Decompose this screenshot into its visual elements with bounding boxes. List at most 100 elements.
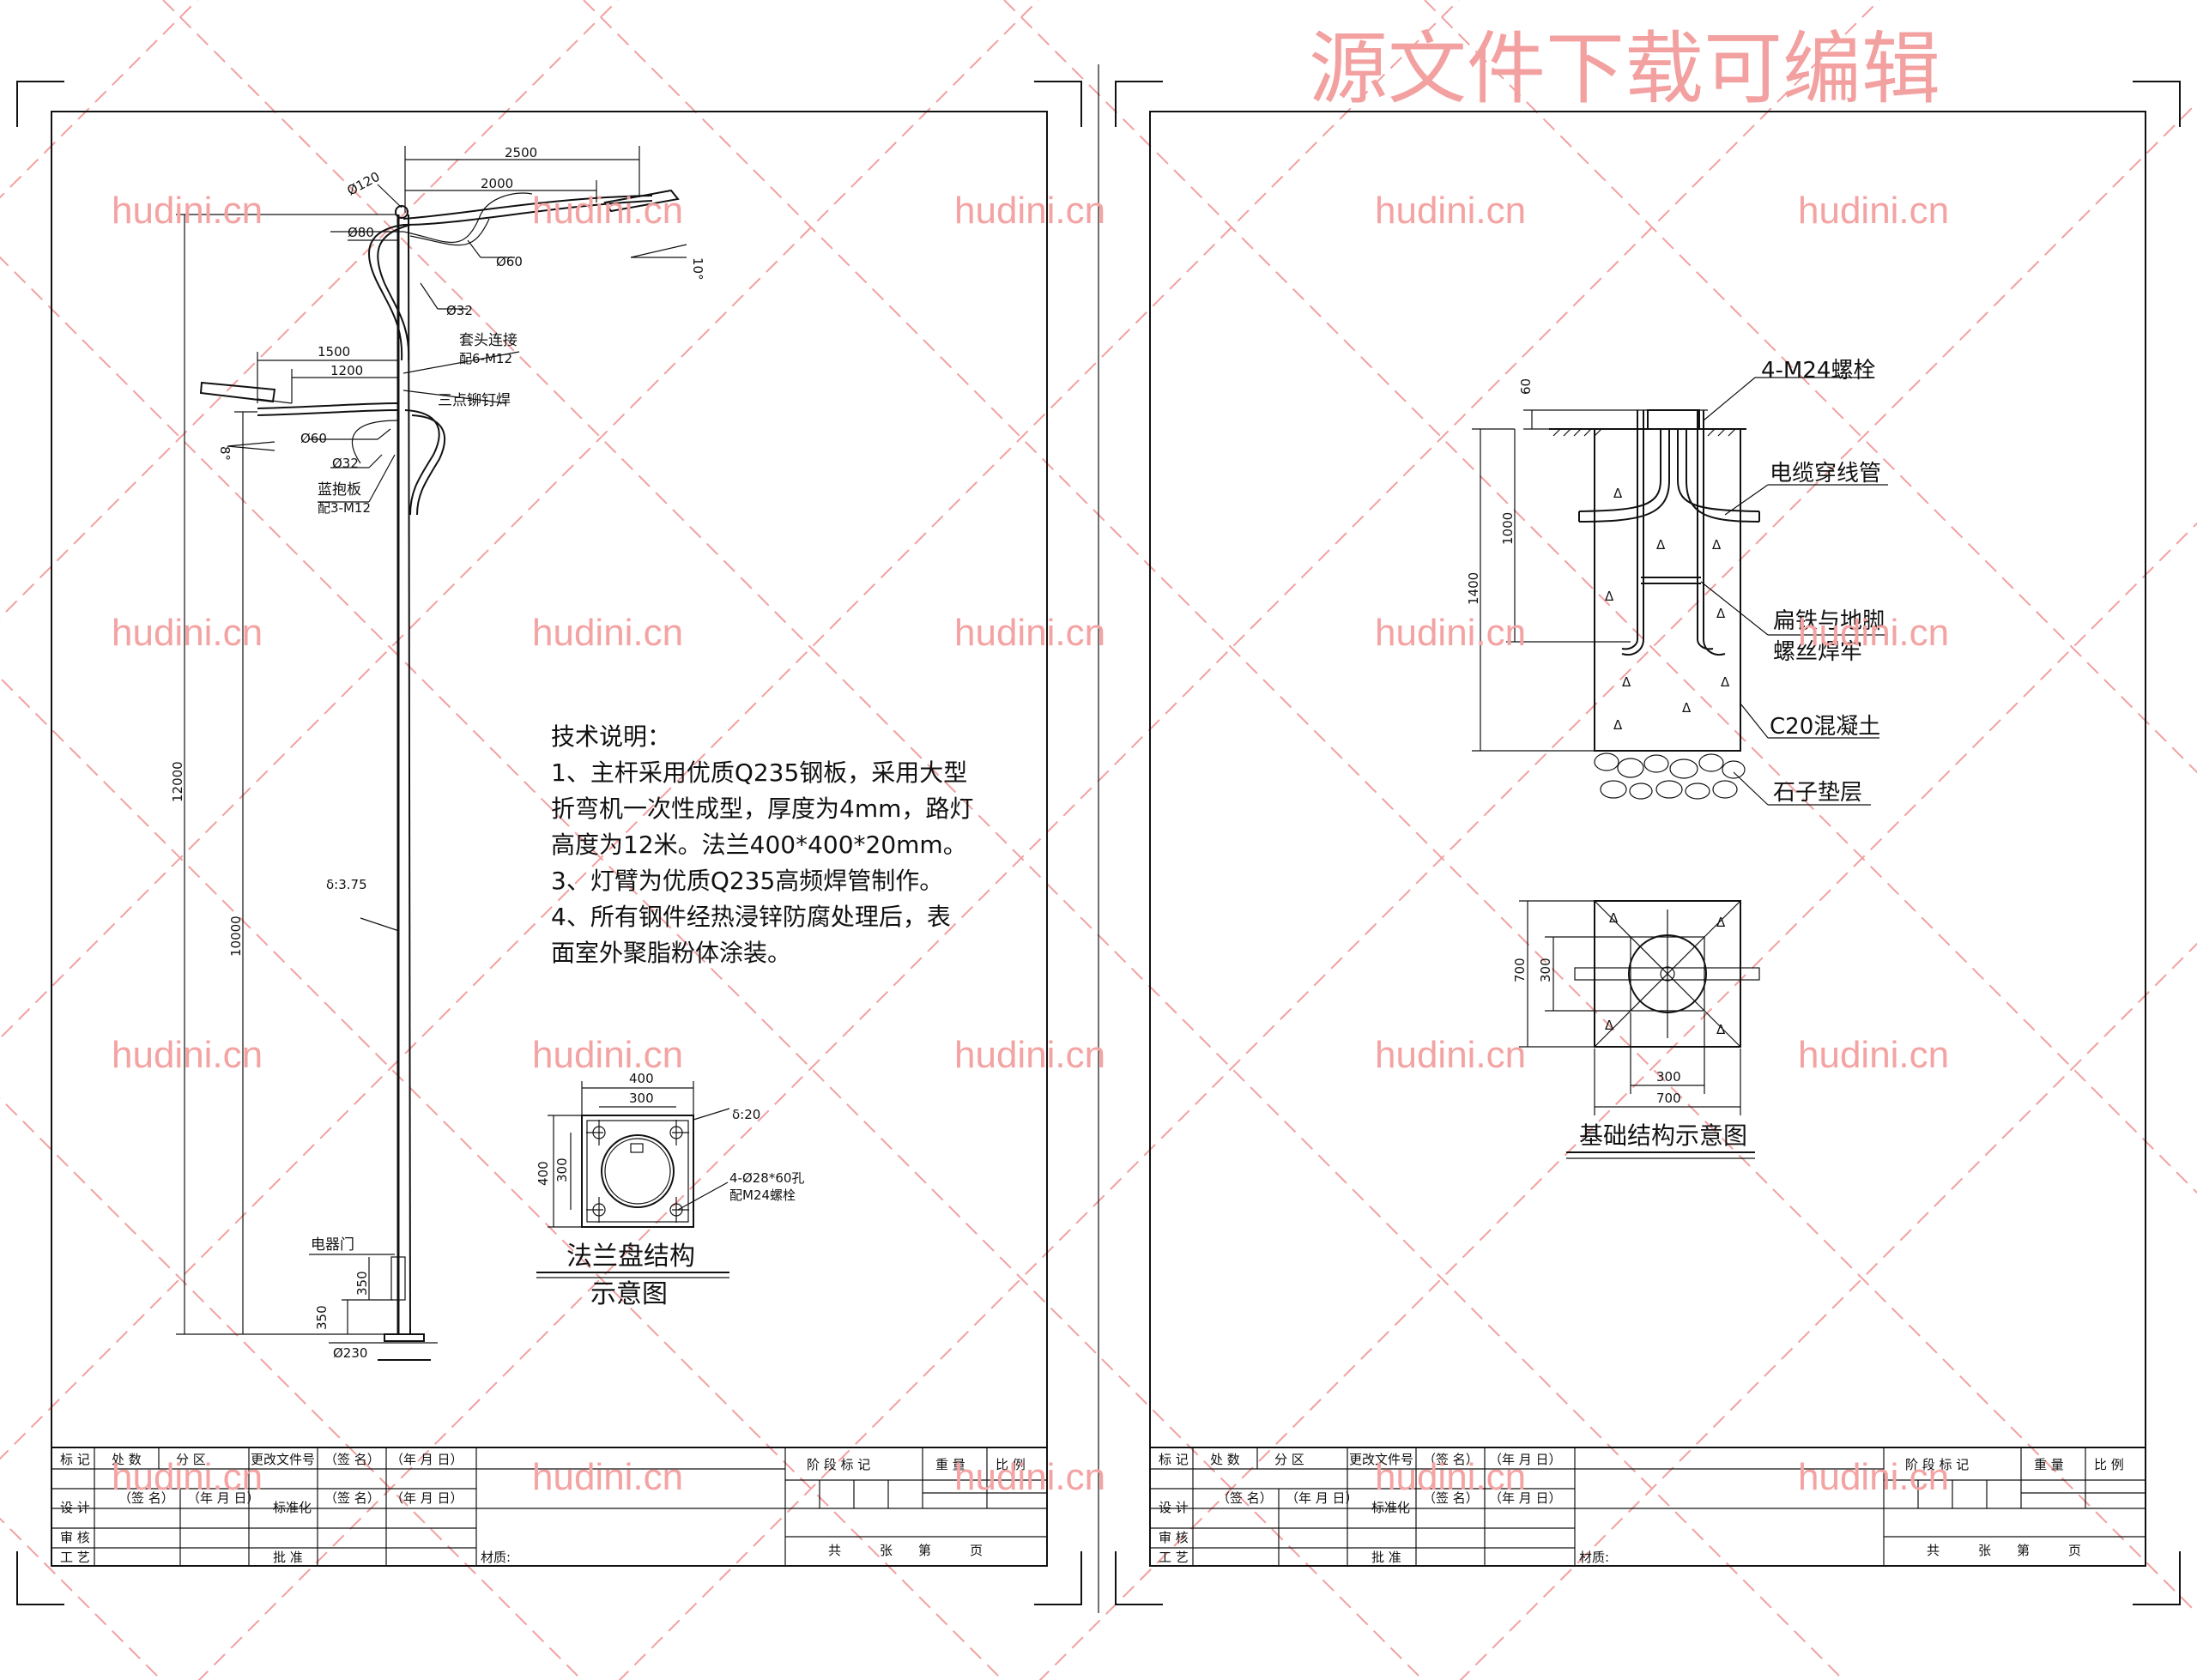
tb-r-page: 页 (2068, 1543, 2081, 1558)
label-cable-conduit: 电缆穿线管 (1770, 461, 1881, 486)
dim-d32-top: Ø32 (446, 303, 473, 318)
plan-dim-w300: 300 (1656, 1069, 1681, 1085)
flange-dim-h300: 300 (554, 1157, 570, 1182)
dim-2500: 2500 (505, 145, 537, 160)
tb-count: 处 数 (112, 1452, 142, 1467)
foundation-dim-1000: 1000 (1500, 512, 1516, 545)
watermark-site: hudini.cn (112, 1034, 263, 1076)
tb-r-scale: 比 例 (2094, 1457, 2124, 1472)
flange-caption-1: 法兰盘结构 (566, 1242, 695, 1272)
tb-zone: 分 区 (176, 1452, 206, 1467)
notes-line-2: 折弯机一次性成型，厚度为4mm，路灯 (551, 795, 973, 823)
tb-r-no: 第 (2017, 1543, 2030, 1558)
watermark-site: hudini.cn (532, 612, 683, 654)
title-block-right: 标 记 处 数 分 区 更改文件号 （签 名） （年 月 日） （签 名） （年… (1149, 1447, 2146, 1567)
concrete-mark: Δ (1682, 700, 1692, 716)
label-anchor-bolts: 4-M24螺栓 (1761, 358, 1875, 384)
watermark-site: hudini.cn (1798, 1456, 1949, 1498)
tb-r-review: 审 核 (1159, 1530, 1189, 1545)
tb-mark: 标 记 (60, 1452, 90, 1467)
dim-d32-low: Ø32 (332, 456, 359, 471)
technical-notes: 技术说明： 1、主杆采用优质Q235钢板，采用大型 折弯机一次性成型，厚度为4m… (551, 722, 973, 967)
tb-r-weight: 重 量 (2034, 1457, 2064, 1472)
tb-change-doc: 更改文件号 (251, 1452, 315, 1467)
foundation-plan: Δ Δ Δ Δ 700 300 300 700 基础结构示意图 (1512, 900, 1760, 1159)
right-sheet-border (1115, 81, 2181, 1605)
tb-r-zone: 分 区 (1274, 1452, 1304, 1467)
dim-1500: 1500 (318, 344, 350, 360)
notes-line-3: 高度为12米。法兰400*400*20mm。 (551, 831, 967, 859)
dim-d80: Ø80 (348, 225, 374, 240)
flange-dim-h400: 400 (536, 1161, 551, 1186)
tb-r-change-doc: 更改文件号 (1349, 1452, 1413, 1467)
dim-12000: 12000 (170, 761, 185, 802)
watermark-text: 源文件下载可编辑 hudini.cn hudini.cn hudini.cn h… (112, 23, 1949, 1498)
watermark-site: hudini.cn (954, 190, 1105, 232)
dim-d60-top: Ø60 (496, 254, 523, 269)
label-clamp-bolt: 配3-M12 (318, 500, 371, 516)
concrete-mark: Δ (1613, 717, 1623, 733)
dim-d120: Ø120 (344, 169, 382, 199)
notes-line-5: 4、所有钢件经热浸锌防腐处理后，表 (551, 903, 951, 931)
concrete-mark: Δ (1613, 486, 1623, 501)
tb-material: 材质: (481, 1550, 511, 1565)
tb-r-mark: 标 记 (1159, 1452, 1189, 1467)
label-weld-2: 螺丝焊牢 (1773, 639, 1862, 665)
tb-sheets: 张 (880, 1543, 893, 1558)
dim-350-b: 350 (314, 1305, 330, 1330)
tb-r-design: 设 计 (1159, 1500, 1189, 1515)
street-light-pole (176, 146, 687, 1361)
tb-sign-3: （签 名） (324, 1490, 380, 1506)
label-weld-1: 扁铁与地脚 (1773, 608, 1885, 634)
tb-standard: 标准化 (273, 1500, 312, 1515)
flange-dim-w300: 300 (629, 1091, 654, 1106)
flange-diagram: 400 300 400 300 δ:20 4-Ø28*60孔 配M24螺栓 法兰… (536, 1071, 804, 1309)
concrete-mark: Δ (1721, 674, 1730, 690)
concrete-mark: Δ (1622, 674, 1631, 690)
tb-stage: 阶 段 标 记 (807, 1457, 870, 1472)
watermark-site: hudini.cn (1798, 1034, 1949, 1076)
concrete-mark: Δ (1716, 1022, 1726, 1037)
plan-dim-h700: 700 (1512, 958, 1528, 982)
label-sleeve-bolt: 配6-M12 (459, 351, 512, 366)
tb-approve: 批 准 (273, 1550, 303, 1565)
watermark-site: hudini.cn (1375, 190, 1526, 232)
dim-350-a: 350 (354, 1271, 370, 1296)
tb-craft: 工 艺 (60, 1550, 90, 1565)
foundation-dim-60: 60 (1518, 378, 1534, 395)
tb-r-material: 材质: (1579, 1550, 1609, 1565)
dim-1200: 1200 (330, 363, 363, 378)
tb-r-craft: 工 艺 (1159, 1550, 1189, 1565)
tb-r-sign-2: （签 名） (1217, 1490, 1273, 1506)
plan-dim-w700: 700 (1656, 1091, 1681, 1106)
flange-caption-2: 示意图 (590, 1279, 668, 1309)
tb-no: 第 (918, 1543, 931, 1558)
concrete-mark: Δ (1712, 537, 1722, 553)
tb-weight: 重 量 (935, 1457, 965, 1472)
tb-scale: 比 例 (996, 1457, 1026, 1472)
notes-line-4: 3、灯臂为优质Q235高频焊管制作。 (551, 867, 943, 895)
watermark-site: hudini.cn (532, 190, 683, 232)
tb-sign: （签 名） (324, 1452, 380, 1467)
notes-line-6: 面室外聚脂粉体涂装。 (551, 939, 791, 967)
foundation-dim-1400: 1400 (1466, 572, 1481, 605)
tb-date: （年 月 日） (390, 1452, 463, 1467)
watermark-editable-banner: 源文件下载可编辑 (1309, 23, 1940, 115)
flange-thickness: δ:20 (732, 1107, 760, 1122)
tb-r-count: 处 数 (1210, 1452, 1240, 1467)
watermark-site: hudini.cn (954, 1456, 1105, 1498)
title-block-left: 标 记 处 数 分 区 更改文件号 （签 名） （年 月 日） （签 名） （年… (51, 1447, 1048, 1567)
tb-r-stage: 阶 段 标 记 (1905, 1457, 1969, 1472)
tb-r-standard: 标准化 (1371, 1500, 1410, 1515)
tb-r-date-3: （年 月 日） (1489, 1490, 1562, 1506)
watermark-site: hudini.cn (1798, 190, 1949, 232)
label-sleeve-joint: 套头连接 (459, 332, 517, 349)
tb-page: 页 (970, 1543, 983, 1558)
tb-r-sheets: 张 (1978, 1543, 1991, 1558)
watermark-site: hudini.cn (954, 612, 1105, 654)
dim-d60-low: Ø60 (300, 431, 327, 446)
watermark-site: hudini.cn (954, 1034, 1105, 1076)
label-concrete: C20混凝土 (1770, 714, 1880, 740)
